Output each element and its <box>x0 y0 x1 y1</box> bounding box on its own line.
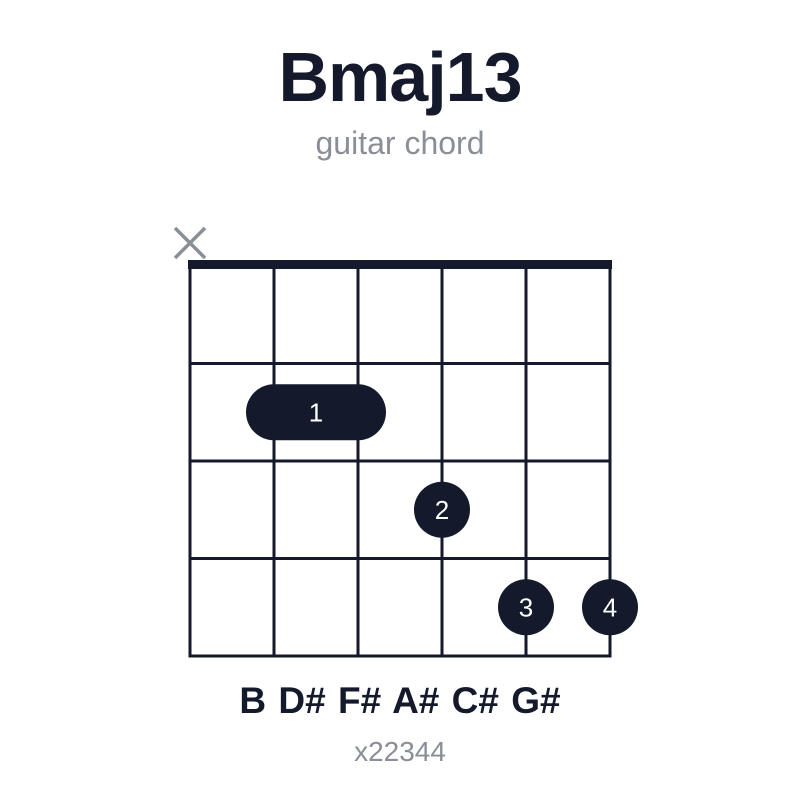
barre-bar <box>246 384 386 441</box>
chord-subtitle: guitar chord <box>315 125 485 161</box>
chord-notes: B D# F# A# C# G# <box>239 680 561 721</box>
finger-dot-circle <box>414 481 470 538</box>
chord-title: Bmaj13 <box>278 38 522 116</box>
string-markers <box>173 226 207 260</box>
finger-positions: 1 2 3 4 <box>246 384 638 636</box>
x-mark-stroke <box>173 226 207 260</box>
finger-dot-3: 3 <box>498 579 554 636</box>
finger-dot-circle <box>498 579 554 636</box>
barre-finger-1: 1 <box>246 384 386 441</box>
finger-dot-4: 4 <box>582 579 638 636</box>
finger-number: 3 <box>519 592 533 622</box>
finger-dot-2: 2 <box>414 481 470 538</box>
finger-number: 1 <box>309 397 323 427</box>
chord-fingering: x22344 <box>354 736 446 767</box>
finger-number: 2 <box>435 495 449 525</box>
finger-number: 4 <box>603 592 617 622</box>
nut <box>188 260 612 269</box>
finger-dot-circle <box>582 579 638 636</box>
x-mark-icon <box>173 226 207 260</box>
